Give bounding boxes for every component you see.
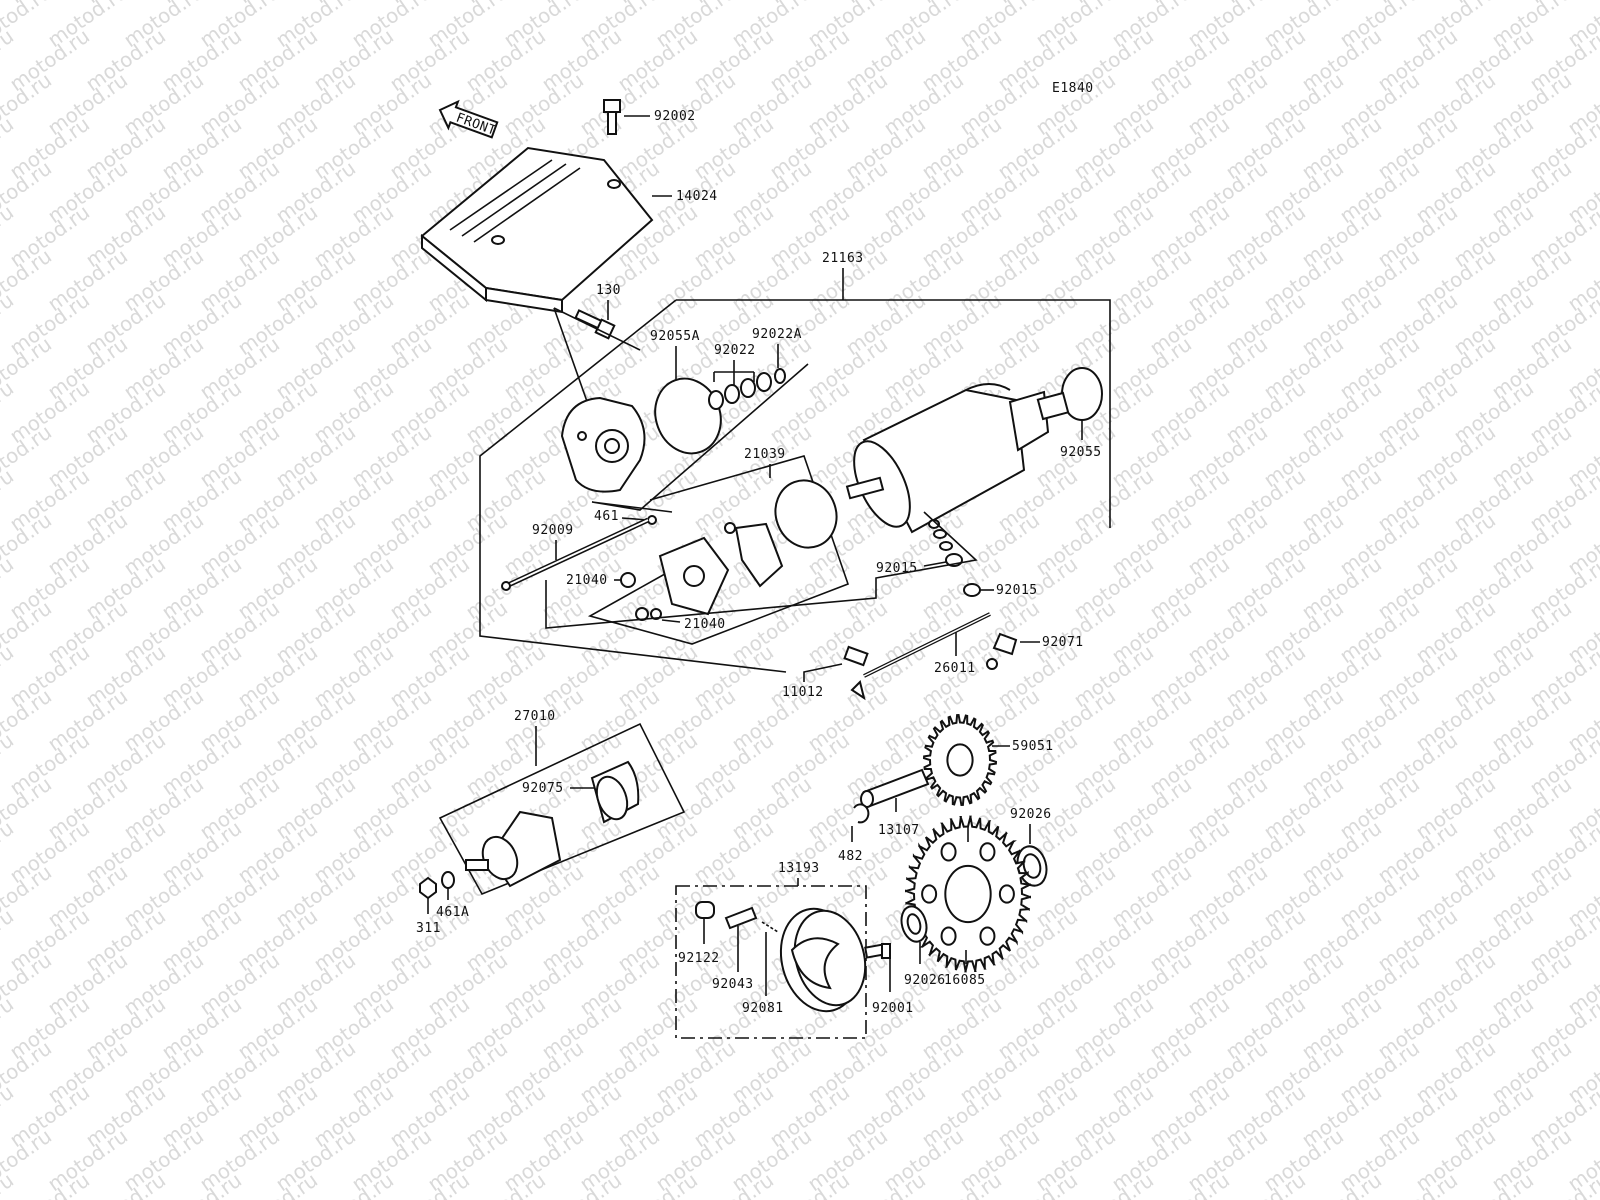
spring-92081-icon xyxy=(761,921,779,933)
part-label-21040-b: 21040 xyxy=(684,617,726,632)
part-label-92022: 92022 xyxy=(714,343,756,358)
circlip-482-icon xyxy=(853,803,870,824)
part-label-59051: 59051 xyxy=(1012,739,1054,754)
part-label-27010: 27010 xyxy=(514,709,556,724)
part-label-92055: 92055 xyxy=(1060,445,1102,460)
part-label-311: 311 xyxy=(416,921,441,936)
through-bolt-92009-icon xyxy=(501,517,650,591)
lead-wire-26011-icon xyxy=(843,612,1018,701)
bolt-92001-icon xyxy=(864,943,891,959)
part-label-92043: 92043 xyxy=(712,977,754,992)
part-label-92015-a: 92015 xyxy=(876,561,918,576)
diagram-code: E1840 xyxy=(1052,81,1094,96)
washers-92022-icon xyxy=(708,368,786,410)
part-label-92081: 92081 xyxy=(742,1001,784,1016)
part-label-92122: 92122 xyxy=(678,951,720,966)
cover-callout-lines xyxy=(553,307,641,411)
solenoid-27010-icon xyxy=(465,760,640,888)
roller-92122-icon xyxy=(695,901,715,919)
part-label-92022A: 92022A xyxy=(752,327,802,342)
part-label-92055A: 92055A xyxy=(650,329,700,344)
bolt-130-icon xyxy=(574,300,616,340)
brush-plate-icon xyxy=(658,536,730,616)
part-label-92026-a: 92026 xyxy=(1010,807,1052,822)
part-label-92026-b: 92026 xyxy=(904,973,946,988)
nut-92015-icon xyxy=(963,583,981,597)
part-label-130: 130 xyxy=(596,283,621,298)
part-label-13107: 13107 xyxy=(878,823,920,838)
part-label-13193: 13193 xyxy=(778,861,820,876)
part-label-92002: 92002 xyxy=(654,109,696,124)
clutch-13193-icon xyxy=(779,907,867,1013)
cover-14024-icon xyxy=(420,146,672,314)
part-label-92075: 92075 xyxy=(522,781,564,796)
part-label-26011: 26011 xyxy=(934,661,976,676)
part-label-482: 482 xyxy=(838,849,863,864)
spring-92043-icon xyxy=(724,906,758,930)
bolt-92002-icon xyxy=(603,99,650,135)
part-label-21163: 21163 xyxy=(822,251,864,266)
washer-461A-icon xyxy=(441,871,455,889)
brush-21040-icon xyxy=(620,572,636,588)
part-label-21040-a: 21040 xyxy=(566,573,608,588)
part-label-11012: 11012 xyxy=(782,685,824,700)
nut-311-icon xyxy=(419,876,437,900)
part-label-92071: 92071 xyxy=(1042,635,1084,650)
end-cover-icon xyxy=(560,396,646,493)
part-label-14024: 14024 xyxy=(676,189,718,204)
motor-yoke-icon xyxy=(845,383,1070,534)
part-label-92001: 92001 xyxy=(872,1001,914,1016)
part-label-92015-b: 92015 xyxy=(996,583,1038,598)
part-label-92009: 92009 xyxy=(532,523,574,538)
gear-16085-icon xyxy=(905,815,1031,973)
part-label-461A: 461A xyxy=(436,905,469,920)
shaft-13107-icon xyxy=(860,768,930,808)
part-label-461: 461 xyxy=(594,509,619,524)
part-label-21039: 21039 xyxy=(744,447,786,462)
brush-holder-21039-icon xyxy=(724,479,838,588)
part-label-16085: 16085 xyxy=(944,973,986,988)
gear-59051-icon xyxy=(922,713,998,807)
